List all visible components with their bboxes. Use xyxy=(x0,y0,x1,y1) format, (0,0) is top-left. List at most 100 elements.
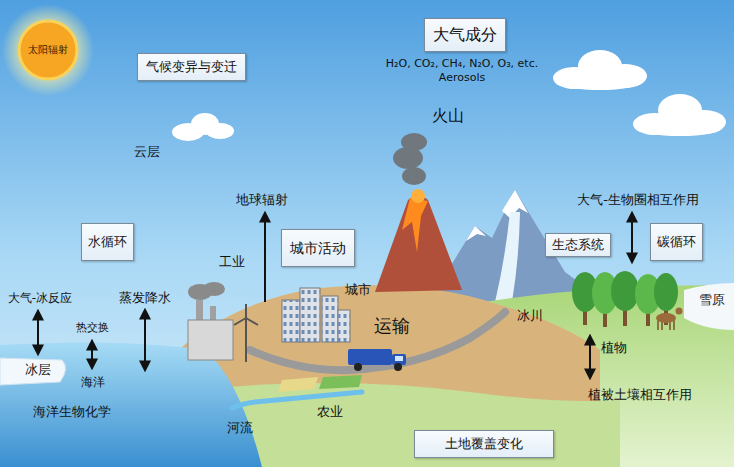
van-body xyxy=(348,349,392,365)
van xyxy=(348,349,406,371)
formula-text: H₂O, CO₂, CH₄, N₂O, O₃, etc. xyxy=(386,57,538,70)
ocean-label: 海洋 xyxy=(81,375,105,389)
topic-box: 水循环 xyxy=(81,223,134,261)
sun-glow xyxy=(2,4,94,96)
cloud-puff xyxy=(638,120,722,136)
windmill xyxy=(234,304,258,362)
node-text: 太阳辐射 xyxy=(28,44,68,56)
label-text: 海洋 xyxy=(81,375,105,389)
label-text: 地球辐射 xyxy=(236,192,288,207)
label-text: 热交换 xyxy=(76,321,109,334)
node-text: 大气成分 xyxy=(433,25,497,44)
node-text: 生态系统 xyxy=(552,237,604,253)
label-text: 蒸发降水 xyxy=(119,290,171,305)
building-windows xyxy=(300,288,320,342)
label-text: 植物 xyxy=(601,340,627,355)
building-windows xyxy=(322,296,338,342)
topic-box: 城市活动 xyxy=(281,229,355,268)
label-text: 植被土壤相互作用 xyxy=(588,387,692,402)
double-arrow xyxy=(589,336,591,378)
tree-crown xyxy=(611,271,639,311)
double-arrow xyxy=(37,311,39,354)
windmill-blade xyxy=(246,318,258,325)
deer-body xyxy=(656,313,676,323)
river-label: 河流 xyxy=(227,420,253,436)
node-text: 气候变异与变迁 xyxy=(146,59,237,75)
label-text: 火山 xyxy=(432,106,464,125)
wheel xyxy=(354,363,362,371)
building xyxy=(300,288,320,342)
deer-head xyxy=(676,308,683,315)
van-window xyxy=(395,356,403,361)
glacier xyxy=(495,212,520,302)
cloud-puff xyxy=(560,74,640,90)
building xyxy=(282,300,300,342)
label-text: 河流 xyxy=(227,420,253,435)
field xyxy=(319,375,362,389)
building xyxy=(338,310,350,342)
topic-box: 生态系统 xyxy=(545,233,611,257)
sun-disc xyxy=(19,21,77,79)
label-text: 冰川 xyxy=(517,308,543,323)
deer-leg xyxy=(657,320,659,330)
ice-label: 冰层 xyxy=(25,362,51,378)
agriculture-label: 农业 xyxy=(317,404,343,420)
sun-circle: 太阳辐射 xyxy=(17,19,79,81)
arrows xyxy=(38,213,632,378)
factory-smoke xyxy=(203,282,225,296)
ocean xyxy=(0,342,262,467)
deer-leg xyxy=(673,320,675,330)
snowfield xyxy=(684,283,734,330)
cloud xyxy=(633,94,726,136)
eruption xyxy=(411,189,425,203)
cloud-label: 云层 xyxy=(134,144,160,160)
city-buildings xyxy=(282,288,350,342)
double-arrow xyxy=(91,341,93,368)
radiation-label: 地球辐射 xyxy=(236,192,288,208)
label-text: 城市 xyxy=(345,282,371,297)
windmill-mast xyxy=(245,318,247,362)
radiation-arrow xyxy=(264,213,266,302)
label-text: 运输 xyxy=(374,315,410,336)
building-windows xyxy=(338,310,350,342)
smoke-puff xyxy=(401,133,427,151)
label-text: 工业 xyxy=(219,254,245,269)
windmill-blade xyxy=(245,304,247,318)
label-text: Aerosols xyxy=(439,71,485,84)
label-text: H₂O, CO₂, CH₄, N₂O, O₃, etc. xyxy=(386,57,538,70)
process-label: 热交换 xyxy=(76,321,109,334)
transport-label: 运输 xyxy=(374,315,410,337)
smoke-puff xyxy=(402,167,426,185)
field xyxy=(278,377,318,392)
glacier-label: 冰川 xyxy=(517,308,543,324)
volcano-smoke xyxy=(393,133,427,185)
double-arrow xyxy=(144,310,146,370)
cloud-puff xyxy=(206,123,234,139)
label-text: 农业 xyxy=(317,404,343,419)
factory-building xyxy=(188,320,233,360)
topic-box: 土地覆盖变化 xyxy=(414,430,554,458)
building-windows xyxy=(282,300,300,342)
label-text: 大气-冰反应 xyxy=(8,291,72,305)
process-label: 蒸发降水 xyxy=(119,290,171,306)
lava xyxy=(402,198,428,252)
wheel xyxy=(394,363,402,371)
topic-box: 气候变异与变迁 xyxy=(137,53,246,81)
topic-box: 碳循环 xyxy=(650,223,703,261)
topic-box: 大气成分 xyxy=(424,18,506,51)
label-text: 冰层 xyxy=(25,362,51,377)
interaction-label: 植被土壤相互作用 xyxy=(588,387,692,403)
node-text: 土地覆盖变化 xyxy=(445,436,523,452)
snow-cap xyxy=(466,226,486,241)
tree-crown xyxy=(654,273,678,311)
industry-label: 工业 xyxy=(219,254,245,270)
plant-label: 植物 xyxy=(601,340,627,356)
ocean-label: 海洋生物化学 xyxy=(33,404,111,420)
double-arrow xyxy=(631,213,633,262)
interaction-label: 大气-冰反应 xyxy=(8,291,72,305)
snowfield-label: 雪原 xyxy=(699,292,725,308)
volcano xyxy=(375,196,462,292)
